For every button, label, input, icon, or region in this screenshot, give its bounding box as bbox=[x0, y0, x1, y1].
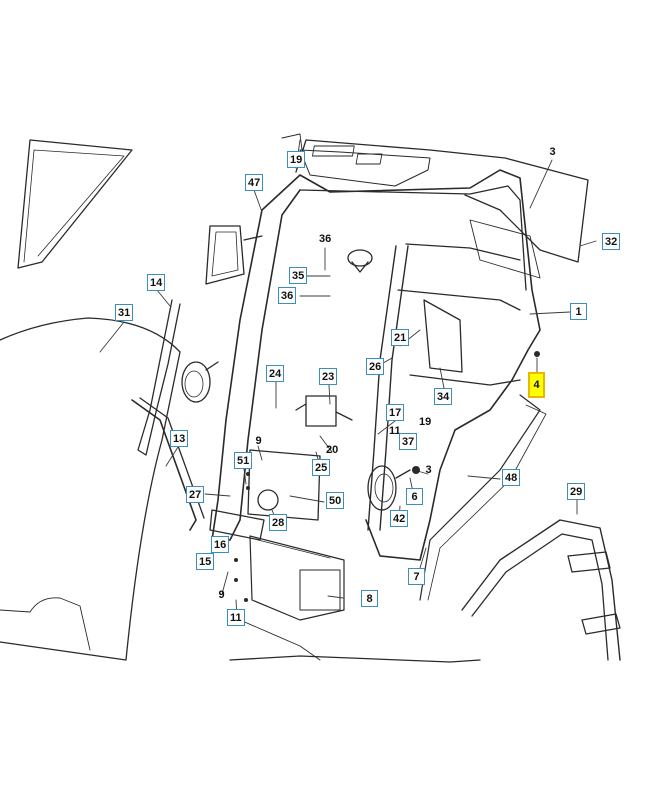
callout-21[interactable]: 21 bbox=[391, 329, 410, 346]
left-mirror bbox=[205, 225, 263, 285]
callout-35[interactable]: 35 bbox=[289, 267, 308, 284]
callout-42[interactable]: 42 bbox=[390, 510, 409, 527]
callout-16[interactable]: 16 bbox=[211, 536, 230, 553]
callout-50[interactable]: 50 bbox=[326, 492, 345, 509]
callout-4-highlighted[interactable]: 4 bbox=[528, 372, 545, 398]
callout-15[interactable]: 15 bbox=[196, 553, 215, 570]
callout-25[interactable]: 25 bbox=[312, 459, 331, 476]
callout-11-mid[interactable]: 11 bbox=[389, 424, 401, 437]
callout-34[interactable]: 34 bbox=[434, 388, 453, 405]
callout-14[interactable]: 14 bbox=[147, 274, 166, 291]
work-light-left bbox=[181, 361, 219, 403]
callout-28[interactable]: 28 bbox=[269, 514, 288, 531]
callout-26[interactable]: 26 bbox=[366, 358, 385, 375]
callout-24[interactable]: 24 bbox=[266, 365, 285, 382]
callout-13[interactable]: 13 bbox=[170, 430, 189, 447]
callout-32[interactable]: 32 bbox=[602, 233, 621, 250]
work-light-top bbox=[347, 249, 373, 273]
callout-19-top[interactable]: 19 bbox=[287, 151, 306, 168]
work-light-right bbox=[367, 465, 411, 511]
roof-panel bbox=[281, 133, 589, 279]
callout-17[interactable]: 17 bbox=[386, 404, 405, 421]
callout-6[interactable]: 6 bbox=[406, 488, 423, 505]
callout-3-top[interactable]: 3 bbox=[549, 145, 556, 158]
fan-module bbox=[295, 395, 353, 427]
callout-51[interactable]: 51 bbox=[234, 452, 253, 469]
callout-9-mid[interactable]: 9 bbox=[255, 434, 262, 447]
callout-20[interactable]: 20 bbox=[326, 443, 339, 456]
callout-23[interactable]: 23 bbox=[319, 368, 338, 385]
windshield-glass bbox=[17, 139, 133, 269]
callout-1[interactable]: 1 bbox=[570, 303, 587, 320]
callout-36-top[interactable]: 36 bbox=[319, 232, 332, 245]
callout-37[interactable]: 37 bbox=[399, 433, 418, 450]
callout-36-boxed[interactable]: 36 bbox=[278, 287, 297, 304]
callout-27[interactable]: 27 bbox=[186, 486, 205, 503]
cab-frame bbox=[211, 169, 547, 601]
fastener-dots bbox=[234, 351, 540, 602]
callout-7[interactable]: 7 bbox=[408, 568, 425, 585]
control-panel bbox=[209, 449, 345, 621]
door-frame bbox=[461, 519, 621, 661]
callout-31[interactable]: 31 bbox=[115, 304, 134, 321]
callout-19-mid[interactable]: 19 bbox=[419, 415, 432, 428]
callout-48[interactable]: 48 bbox=[502, 469, 521, 486]
callout-11-bottom[interactable]: 11 bbox=[227, 609, 245, 626]
wiper-assembly bbox=[131, 299, 205, 531]
callout-3-mid[interactable]: 3 bbox=[425, 463, 432, 476]
floor-panel bbox=[229, 619, 481, 663]
callout-29[interactable]: 29 bbox=[567, 483, 586, 500]
callout-47[interactable]: 47 bbox=[245, 174, 264, 191]
side-window-panel bbox=[0, 317, 181, 661]
callout-8[interactable]: 8 bbox=[361, 590, 378, 607]
callout-9-bottom[interactable]: 9 bbox=[218, 588, 225, 601]
